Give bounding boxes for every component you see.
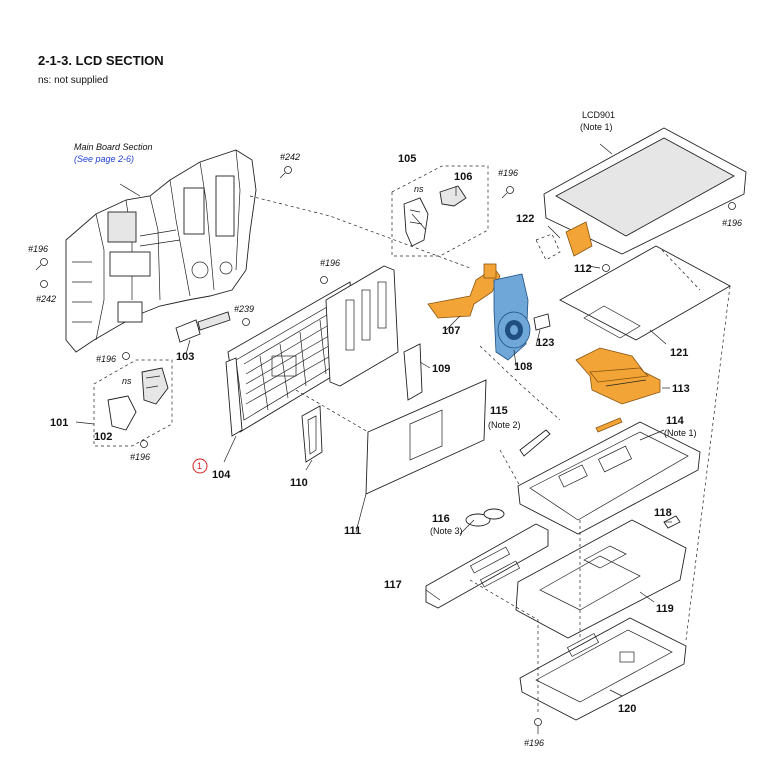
part-101-group (93, 359, 173, 447)
part-113-flex (575, 347, 661, 405)
part-121-panel (559, 245, 731, 341)
section-title: 2-1-3. LCD SECTION (38, 53, 164, 68)
not-supplied-note: ns: not supplied (38, 75, 109, 86)
part-label-106: 106 (454, 171, 472, 183)
circled-marker-number: 1 (197, 461, 202, 471)
part-117-plate (425, 508, 549, 609)
screw-icon (728, 202, 736, 210)
part-label-121: 121 (670, 347, 688, 359)
leader-lines (75, 143, 672, 697)
note-114: (Note 1) (664, 428, 697, 438)
part-label-118: 118 (654, 507, 672, 519)
screw-icon (501, 186, 514, 199)
screw-label-242-top: #242 (280, 152, 300, 162)
screw-icon (534, 718, 542, 734)
lcd901-label: LCD901 (582, 110, 615, 120)
screw-label-196-bottom: #196 (130, 452, 150, 462)
part-label-123: 123 (536, 337, 554, 349)
part-103 (175, 311, 231, 343)
part-label-112: 112 (574, 263, 592, 275)
part-108-dial (493, 273, 531, 361)
part-label-122: 122 (516, 213, 534, 225)
screw-label-239: #239 (234, 304, 254, 314)
part-label-107: 107 (442, 325, 460, 337)
screw-icon (140, 440, 148, 448)
screw-label-242-left: #242 (36, 294, 56, 304)
screw-label-196-frame: #196 (320, 258, 340, 268)
screw-icon (242, 318, 250, 326)
part-114-frame (517, 417, 701, 535)
part-label-105: 105 (398, 153, 416, 165)
part-label-108: 108 (514, 361, 532, 373)
screws (35, 166, 736, 734)
screw-icon (602, 264, 610, 272)
part-107-flex (427, 263, 501, 319)
part-label-113: 113 (672, 383, 690, 395)
part-label-115: 115 (490, 405, 508, 417)
screw-label-196-left: #196 (28, 244, 48, 254)
part-label-103: 103 (176, 351, 194, 363)
main-board-label: Main Board Section (74, 142, 153, 152)
part-label-116: 116 (432, 513, 450, 525)
part-label-110: 110 (290, 477, 308, 489)
screw-label-196-group: #196 (498, 168, 518, 178)
part-label-117: 117 (384, 579, 402, 591)
part-119-plate (515, 515, 687, 639)
note-116: (Note 3) (430, 526, 463, 536)
screw-icon (320, 276, 328, 284)
screw-icon (279, 166, 292, 179)
part-123 (533, 313, 551, 331)
ns-label-105: ns (414, 184, 424, 194)
part-120-cabinet (519, 617, 687, 721)
screw-icon (122, 352, 130, 360)
lcd901-note: (Note 1) (580, 122, 613, 132)
screw-label-196-lcd: #196 (722, 218, 742, 228)
alignment-lines (249, 195, 731, 712)
screw-icon (40, 280, 48, 288)
part-label-111: 111 (344, 525, 361, 537)
part-label-104: 104 (212, 469, 231, 481)
ns-label-101: ns (122, 376, 132, 386)
part-105-group (391, 165, 489, 257)
lcd901-display (543, 127, 747, 257)
circled-marker-icon (192, 458, 208, 474)
part-label-114: 114 (666, 415, 685, 427)
see-page-link[interactable]: (See page 2-6) (74, 154, 134, 164)
note-115: (Note 2) (488, 420, 521, 430)
part-122 (535, 233, 561, 261)
screw-label-196-bottom-cabinet: #196 (524, 738, 544, 748)
part-label-109: 109 (432, 363, 450, 375)
part-label-120: 120 (618, 703, 636, 715)
part-label-102: 102 (94, 431, 112, 443)
screw-label-196-mid: #196 (96, 354, 116, 364)
part-label-119: 119 (656, 603, 674, 615)
part-label-101: 101 (50, 417, 68, 429)
part-115 (519, 429, 551, 457)
part-110 (301, 405, 323, 463)
part-109-bracket (325, 265, 423, 401)
screw-icon (35, 258, 48, 271)
part-111-sheet (365, 379, 487, 495)
main-board-section (65, 149, 257, 353)
